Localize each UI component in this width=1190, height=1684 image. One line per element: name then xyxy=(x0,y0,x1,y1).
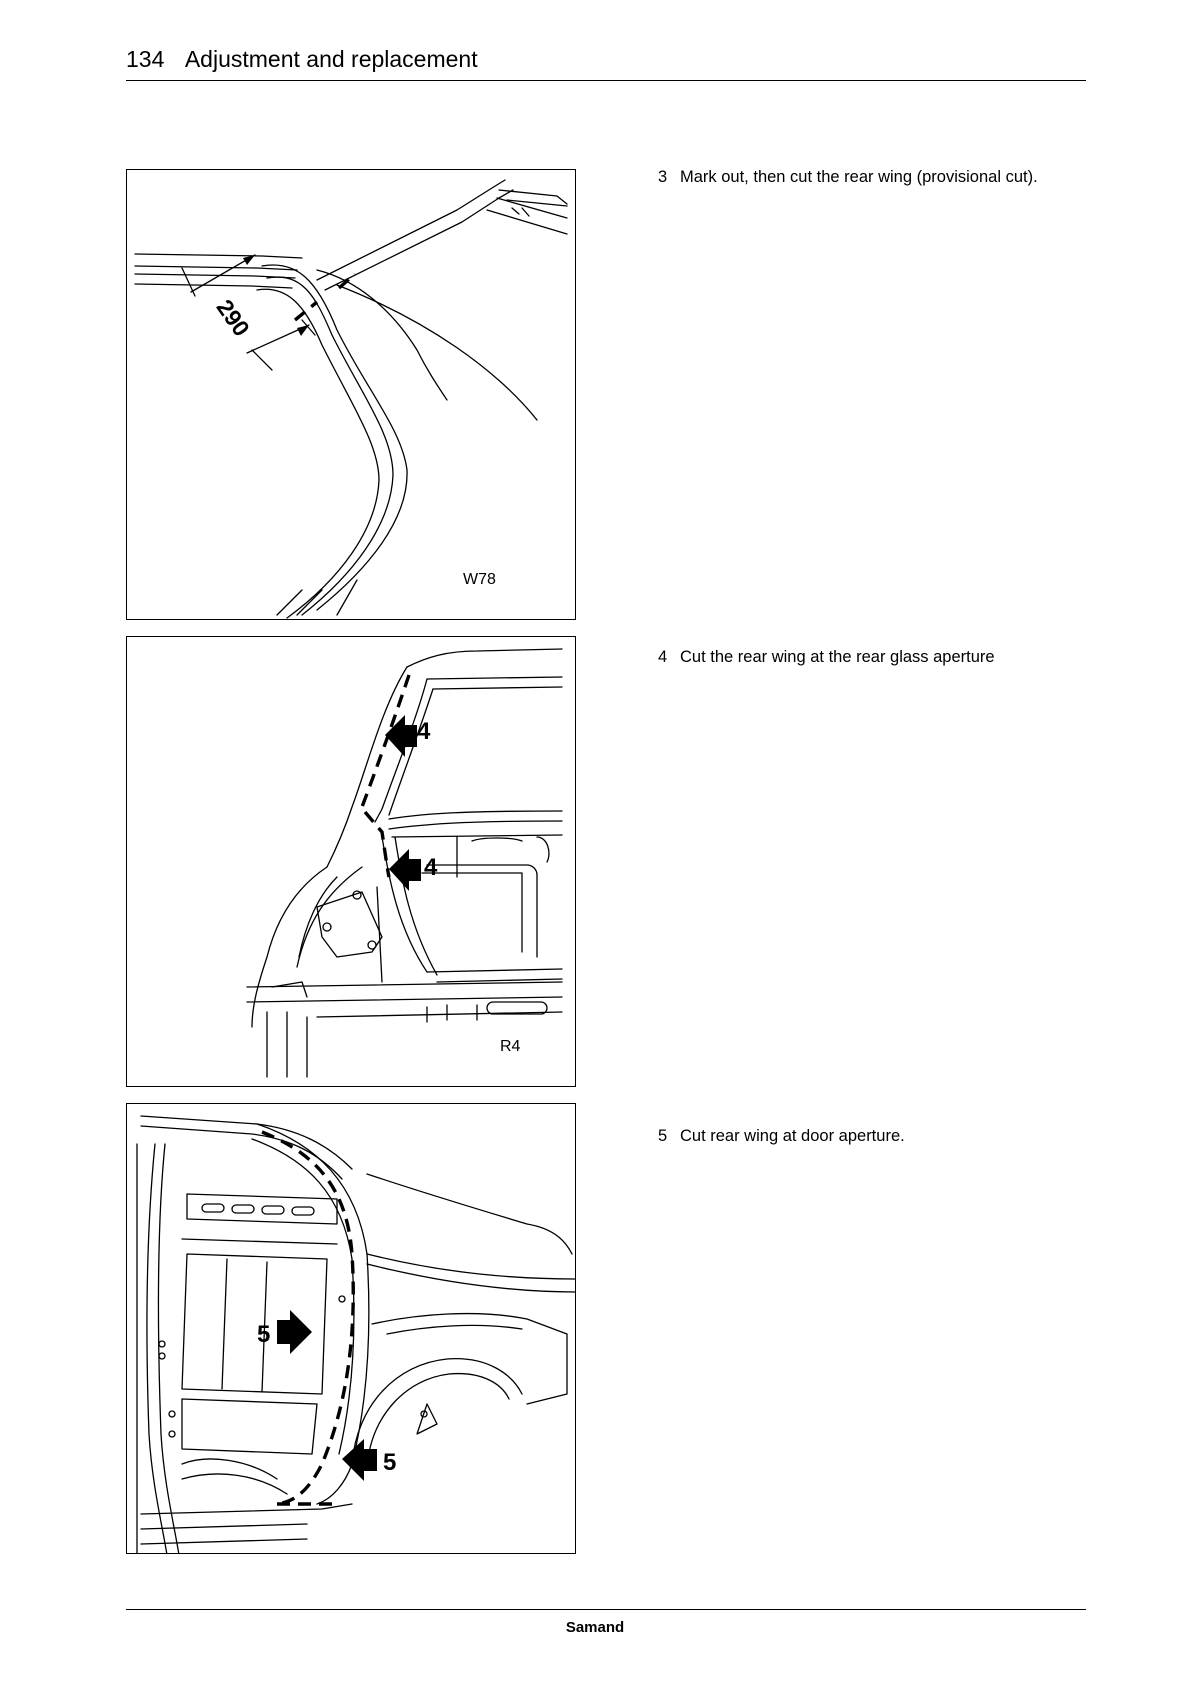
illustration-door-aperture: 5 5 xyxy=(127,1104,576,1554)
callout-5-upper: 5 xyxy=(257,1321,270,1348)
figure-code: R4 xyxy=(500,1038,520,1056)
page-title: Adjustment and replacement xyxy=(185,46,478,72)
illustration-roof-c-pillar: 290 xyxy=(127,170,576,620)
step-number: 4 xyxy=(658,646,680,668)
figure-rear-wing-provisional-cut: 290 W78 xyxy=(126,169,576,620)
illustration-rear-quarter: 4 4 xyxy=(127,637,576,1087)
page-header: 134 Adjustment and replacement xyxy=(126,44,1086,81)
callout-4-upper: 4 xyxy=(417,718,431,745)
figure-door-aperture-cut: 5 5 xyxy=(126,1103,576,1554)
figure-rear-glass-aperture-cut: 4 4 R4 xyxy=(126,636,576,1087)
step-number: 5 xyxy=(658,1125,680,1147)
step-number: 3 xyxy=(658,166,680,188)
footer-brand: Samand xyxy=(0,1619,1190,1636)
footer-rule xyxy=(126,1609,1086,1610)
page-number: 134 xyxy=(126,46,164,72)
step-text: Cut the rear wing at the rear glass aper… xyxy=(680,648,995,666)
dimension-label: 290 xyxy=(212,295,255,341)
callout-5-lower: 5 xyxy=(383,1449,396,1476)
step-text: Cut rear wing at door aperture. xyxy=(680,1127,905,1145)
figure-code: W78 xyxy=(463,571,496,589)
step-text: Mark out, then cut the rear wing (provis… xyxy=(680,168,1038,186)
callout-4-lower: 4 xyxy=(424,854,438,881)
